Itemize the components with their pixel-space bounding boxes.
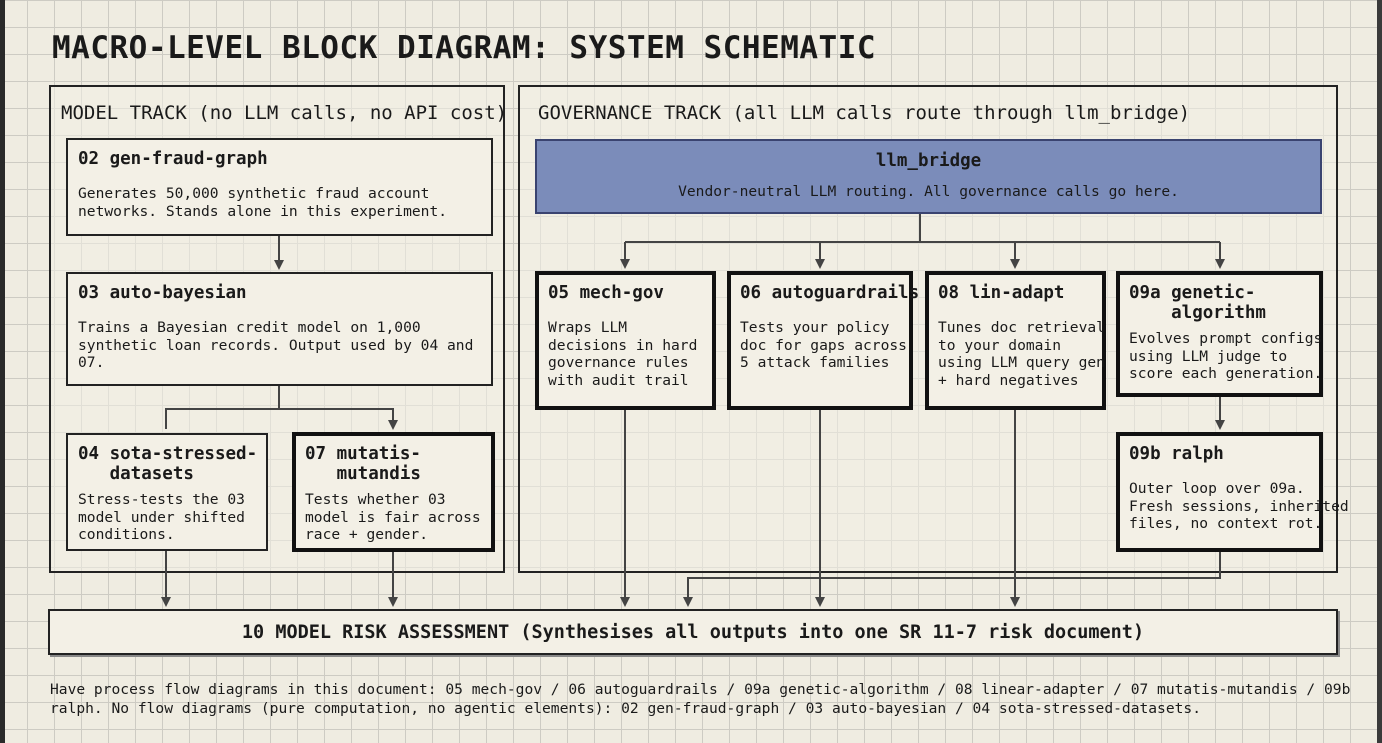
- box-title: 05 mech-gov: [548, 283, 664, 303]
- box-title: 02 gen-fraud-graph: [78, 149, 268, 169]
- model-track-title: MODEL TRACK (no LLM calls, no API cost): [61, 102, 508, 124]
- box-title: 07 mutatis- mutandis: [305, 444, 421, 484]
- box-gen-fraud-graph: 02 gen-fraud-graph Generates 50,000 synt…: [66, 138, 493, 236]
- box-auto-bayesian: 03 auto-bayesian Trains a Bayesian credi…: [66, 272, 493, 386]
- llm-bridge-box: llm_bridge Vendor-neutral LLM routing. A…: [535, 139, 1322, 214]
- box-description: Outer loop over 09a.Fresh sessions, inhe…: [1129, 480, 1349, 532]
- footnote-text: Have process flow diagrams in this docum…: [50, 681, 1351, 717]
- diagram-title: MACRO-LEVEL BLOCK DIAGRAM: SYSTEM SCHEMA…: [52, 30, 877, 66]
- box-title: 03 auto-bayesian: [78, 283, 247, 303]
- box-title: 04 sota-stressed- datasets: [78, 444, 258, 484]
- governance-track-title: GOVERNANCE TRACK (all LLM calls route th…: [538, 102, 1191, 124]
- box-description: Generates 50,000 synthetic fraud account…: [78, 185, 448, 220]
- box-title: 09b ralph: [1129, 444, 1224, 464]
- box-title: 09a genetic- algorithm: [1129, 283, 1266, 323]
- bridge-description: Vendor-neutral LLM routing. All governan…: [678, 183, 1179, 200]
- bridge-title: llm_bridge: [875, 151, 982, 171]
- box-genetic-algorithm: 09a genetic- algorithm Evolves prompt co…: [1116, 271, 1323, 397]
- box-sota-stressed-datasets: 04 sota-stressed- datasets Stress-tests …: [66, 433, 268, 551]
- right-edge-border: [1377, 0, 1382, 743]
- box-ralph: 09b ralph Outer loop over 09a.Fresh sess…: [1116, 432, 1349, 552]
- box-title: 06 autoguardrails: [740, 283, 920, 303]
- box-title: 08 lin-adapt: [938, 283, 1065, 303]
- model-risk-assessment-box: 10 MODEL RISK ASSESSMENT (Synthesises al…: [48, 609, 1338, 655]
- left-edge-border: [0, 0, 5, 743]
